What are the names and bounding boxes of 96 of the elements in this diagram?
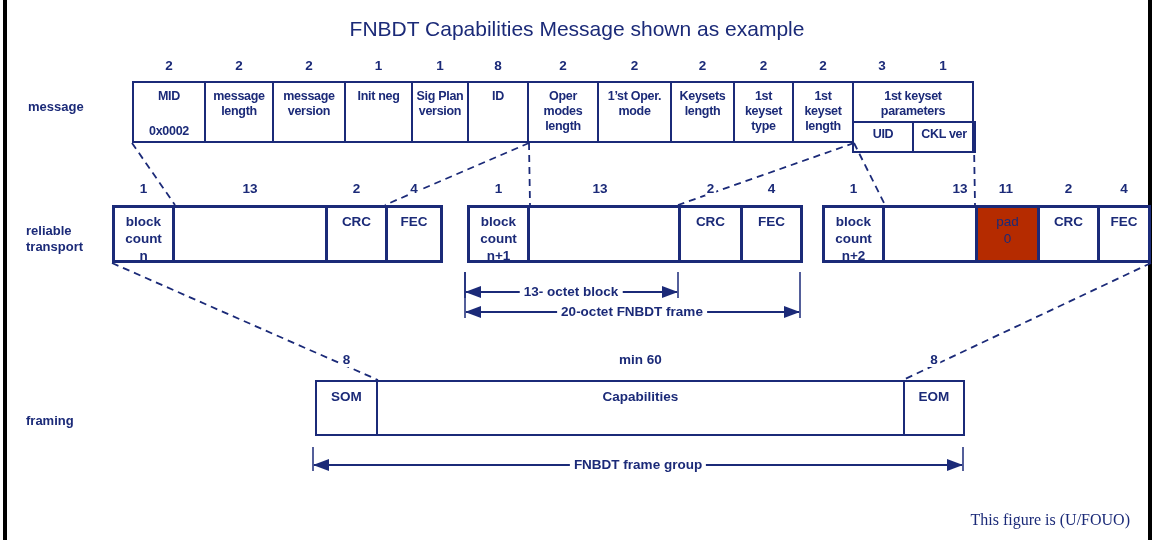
octet-count: 1: [137, 181, 150, 196]
field-label: CRC: [695, 213, 726, 230]
octet-count: 2: [817, 58, 829, 73]
octet-count: 11: [996, 181, 1016, 196]
message-field: [792, 81, 854, 143]
octet-count: min 60: [617, 352, 664, 367]
octet-count: 1: [372, 58, 385, 73]
octet-count: 2: [303, 58, 315, 73]
field-label: SOM: [331, 388, 362, 405]
octet-count: 8: [340, 352, 353, 367]
message-field: [325, 205, 388, 263]
field-label: EOM: [918, 388, 950, 405]
message-field: [912, 121, 976, 153]
message-field: [1097, 205, 1151, 263]
message-field: [411, 81, 469, 143]
octet-count: 8: [492, 58, 504, 73]
message-field: [467, 205, 530, 263]
message-field: [822, 205, 885, 263]
field-label: 1’st Oper. mode: [606, 89, 663, 119]
message-field: [670, 81, 735, 143]
octet-count: 13: [950, 181, 970, 196]
row-label: message: [28, 99, 85, 115]
octet-count: 4: [408, 181, 420, 196]
field-label: message version: [282, 89, 336, 119]
message-field: [733, 81, 794, 143]
octet-count: 2: [557, 58, 569, 73]
field-label: Capabilities: [602, 388, 679, 405]
octet-count: 2: [233, 58, 245, 73]
octet-count: 4: [765, 181, 778, 196]
octet-count: 1: [937, 58, 949, 73]
message-field: [385, 205, 443, 263]
octet-count: 1: [847, 181, 860, 196]
octet-count: 2: [1062, 181, 1075, 196]
octet-count: 2: [696, 58, 709, 73]
message-field: [467, 81, 529, 143]
octet-count: 1: [492, 181, 505, 196]
message-field: [597, 81, 672, 143]
field-label: block count n+2: [835, 213, 872, 264]
field-label: message length: [212, 89, 266, 119]
octet-count: 2: [704, 181, 717, 196]
message-field: [272, 81, 346, 143]
message-field: [740, 205, 803, 263]
field-label: FEC: [1110, 213, 1138, 230]
field-label: MID: [158, 89, 180, 104]
field-label: block count n+1: [480, 213, 517, 264]
projection-line: [677, 142, 855, 206]
octet-count: 13: [240, 181, 260, 196]
projection-line: [528, 142, 531, 206]
message-field: [204, 81, 274, 143]
field-label: Sig Plan version: [415, 89, 465, 119]
padding-field: [975, 205, 1040, 263]
octet-count: 2: [628, 58, 641, 73]
field-label: FEC: [400, 213, 428, 230]
field-label: 1st keyset length: [803, 89, 843, 134]
field-label: CRC: [341, 213, 372, 230]
octet-count: 2: [350, 181, 363, 196]
octet-count: 13: [590, 181, 610, 196]
projection-line: [131, 142, 176, 206]
row-label: reliable transport: [26, 223, 85, 255]
field-label: Oper modes length: [542, 89, 584, 134]
message-field: [1037, 205, 1100, 263]
field-label: CRC: [1053, 213, 1084, 230]
field-label: block count n: [125, 213, 162, 264]
message-field: [315, 380, 378, 436]
message-field: [903, 380, 965, 436]
field-label: 0x0002: [149, 124, 189, 139]
message-field: [852, 81, 974, 153]
row-label: framing: [26, 413, 75, 429]
field-label: 1st keyset parameters: [879, 89, 947, 119]
message-field: [527, 81, 599, 143]
message-field: [376, 380, 905, 436]
octet-count: 3: [876, 58, 888, 73]
field-label: CKL ver: [921, 127, 967, 142]
field-label: 1st keyset type: [743, 89, 784, 134]
message-field: [678, 205, 743, 263]
octet-count: 4: [1118, 181, 1130, 196]
octet-count: 2: [163, 58, 175, 73]
message-field: [112, 205, 175, 263]
message-field: [132, 81, 206, 143]
projection-line: [853, 142, 886, 206]
field-label: FEC: [758, 213, 785, 230]
octet-count: 2: [757, 58, 770, 73]
message-field: [344, 81, 413, 143]
caption: This figure is (U/FOUO): [970, 511, 1130, 529]
octet-count: 1: [434, 58, 446, 73]
projection-line: [384, 142, 530, 206]
diagram-title: FNBDT Capabilities Message shown as example: [348, 17, 806, 41]
field-label: Init neg: [357, 89, 400, 104]
octet-count: 8: [928, 352, 940, 367]
field-label: UID: [872, 127, 894, 142]
empty-field-box: [172, 205, 328, 263]
field-label: Keysets length: [678, 89, 727, 119]
projection-line: [111, 262, 379, 381]
empty-field-box: [527, 205, 681, 263]
field-label: ID: [492, 89, 504, 104]
field-label: pad 0: [996, 213, 1019, 247]
